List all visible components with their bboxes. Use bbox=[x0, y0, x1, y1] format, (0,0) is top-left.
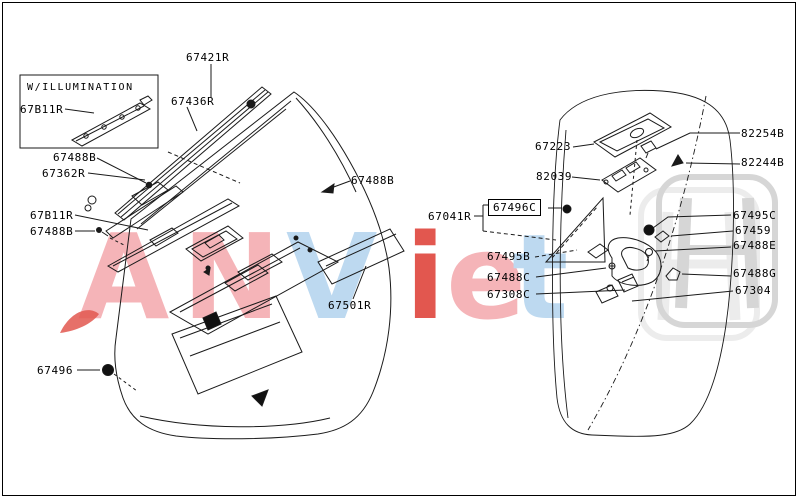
part-label-67436r: 67436R bbox=[171, 95, 215, 108]
watermark-letter-i: i bbox=[405, 208, 446, 346]
part-label-82254b: 82254B bbox=[741, 127, 785, 140]
part-label-67362r: 67362R bbox=[42, 167, 86, 180]
part-label-67488e: 67488E bbox=[733, 239, 777, 252]
watermark-letter-e: e bbox=[446, 208, 527, 346]
part-label-67488c: 67488C bbox=[487, 271, 531, 284]
part-label-67b11r: 67B11R bbox=[30, 209, 74, 222]
part-label-67304: 67304 bbox=[735, 284, 772, 297]
part-label-67041r: 67041R bbox=[428, 210, 472, 223]
part-label-67488g: 67488G bbox=[733, 267, 777, 280]
watermark-swirl bbox=[60, 310, 99, 333]
part-label-82244b: 82244B bbox=[741, 156, 785, 169]
part-label-67459: 67459 bbox=[735, 224, 772, 237]
watermark-letter-n: N bbox=[182, 208, 281, 346]
honda-h-logo-icon bbox=[60, 174, 778, 341]
door-trim-panel-drawing bbox=[19, 64, 405, 440]
part-label-67496: 67496 bbox=[37, 364, 74, 377]
part-label-67488b-2: 67488B bbox=[30, 225, 74, 238]
part-label-67495c: 67495C bbox=[733, 209, 777, 222]
part-label-67b11r-inset: 67B11R bbox=[20, 103, 64, 116]
inset-title: W/ILLUMINATION bbox=[27, 82, 134, 93]
door-inner-panel-drawing bbox=[474, 90, 741, 437]
part-label-67488b-3: 67488B bbox=[351, 174, 395, 187]
part-label-67495b: 67495B bbox=[487, 250, 531, 263]
part-label-82039: 82039 bbox=[536, 170, 573, 183]
part-label-67501r: 67501R bbox=[328, 299, 372, 312]
part-label-67496c: 67496C bbox=[488, 199, 542, 216]
part-label-67488b-1: 67488B bbox=[53, 151, 97, 164]
illumination-inset-box bbox=[19, 74, 159, 149]
part-label-67421r: 67421R bbox=[186, 51, 230, 64]
part-label-67308c: 67308C bbox=[487, 288, 531, 301]
part-label-67223: 67223 bbox=[535, 140, 572, 153]
